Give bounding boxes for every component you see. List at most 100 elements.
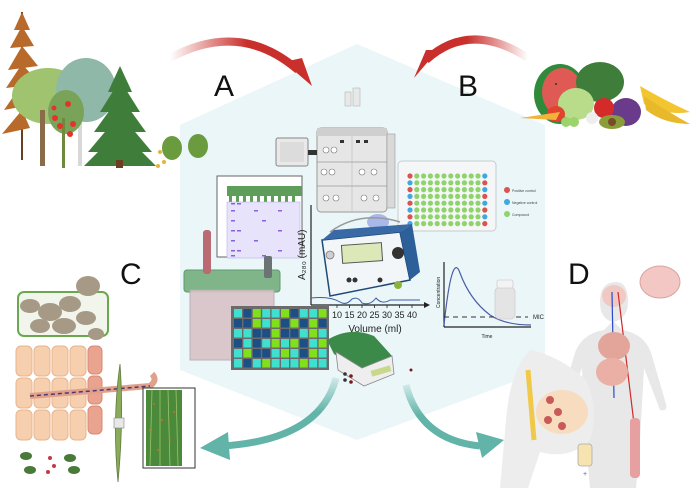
heatmap-cell <box>290 329 299 338</box>
plate-well <box>448 200 454 206</box>
plate-well <box>434 214 440 220</box>
plate-well <box>461 207 467 213</box>
plate-well <box>468 214 474 220</box>
heatmap-cell <box>299 329 308 338</box>
plate-well <box>434 207 440 213</box>
plate-well <box>407 180 413 186</box>
plate-well <box>482 180 488 186</box>
pk-xlabel: Time <box>482 334 493 340</box>
plate-well <box>482 187 488 193</box>
heatmap-cell <box>290 339 299 348</box>
plate-well <box>482 214 488 220</box>
heatmap-cell <box>318 349 327 358</box>
plate-well <box>468 187 474 193</box>
plate-well <box>441 193 447 199</box>
plate-well <box>468 173 474 179</box>
plate-well <box>414 200 420 206</box>
heatmap-cell <box>252 309 261 318</box>
plate-well <box>455 180 461 186</box>
plate-well <box>475 187 481 193</box>
heatmap-cell <box>234 329 242 338</box>
uv-detector <box>321 214 420 297</box>
heatmap-cell <box>252 339 261 348</box>
chromatogram-tick-label: 40 <box>407 310 417 320</box>
heatmap-cell <box>309 309 318 318</box>
heatmap-cell <box>262 339 271 348</box>
plate-well <box>461 214 467 220</box>
heatmap-cell <box>281 359 289 368</box>
plate-legend-swatch <box>504 187 510 193</box>
heatmap-cell <box>309 339 318 348</box>
heatmap-cell <box>243 339 252 348</box>
plate-well <box>482 207 488 213</box>
heatmap-cell <box>281 309 289 318</box>
heatmap-cell <box>290 309 299 318</box>
plate-legend-label: Compound <box>512 213 529 217</box>
heatmap-cell <box>290 319 299 328</box>
plate-well <box>421 173 427 179</box>
plate-well <box>441 221 447 227</box>
heatmap-cell <box>252 359 261 368</box>
heatmap-cell <box>234 349 242 358</box>
plate-well <box>448 214 454 220</box>
pk-ylabel: Concentration <box>436 277 442 308</box>
plate-well <box>421 214 427 220</box>
plate-legend-swatch <box>504 211 510 217</box>
plate-well <box>475 200 481 206</box>
plate-well <box>414 173 420 179</box>
plate-well <box>482 193 488 199</box>
plate-well <box>434 221 440 227</box>
chromatogram-xlabel: Volume (ml) <box>348 324 401 335</box>
panel-label-a: A <box>214 70 235 103</box>
arrow-a-icon <box>168 37 312 86</box>
heatmap-cell <box>252 329 261 338</box>
plate-well <box>441 173 447 179</box>
heatmap-cell <box>252 319 261 328</box>
heatmap-cell <box>262 309 271 318</box>
heatmap-cell <box>234 359 242 368</box>
heatmap-cell <box>271 359 280 368</box>
plate-well <box>414 187 420 193</box>
heatmap-cell <box>299 339 308 348</box>
plate-well <box>427 180 433 186</box>
plate-well <box>407 173 413 179</box>
heatmap-cell <box>290 349 299 358</box>
plate-well <box>455 193 461 199</box>
plate-well <box>427 214 433 220</box>
plate-well <box>414 193 420 199</box>
heatmap-cell <box>281 319 289 328</box>
heatmap-cell <box>262 359 271 368</box>
fruits-vegetables-illustration <box>520 62 690 129</box>
plate-well <box>482 173 488 179</box>
heatmap-cell <box>299 319 308 328</box>
plate-well <box>455 207 461 213</box>
heatmap <box>231 306 329 370</box>
heatmap-cell <box>234 339 242 348</box>
heatmap-cell <box>299 359 308 368</box>
heatmap-cell <box>271 319 280 328</box>
plate-well <box>441 214 447 220</box>
plate-well <box>448 207 454 213</box>
plate-well <box>427 193 433 199</box>
gel-electrophoresis <box>216 175 303 259</box>
plate-well <box>407 207 413 213</box>
plate-well <box>434 173 440 179</box>
trees-illustration <box>2 12 208 168</box>
plate-well <box>475 193 481 199</box>
plate-well <box>414 221 420 227</box>
plate-well <box>482 221 488 227</box>
heatmap-cell <box>309 329 318 338</box>
heatmap-cell <box>299 309 308 318</box>
heatmap-cell <box>252 349 261 358</box>
plate-well <box>414 180 420 186</box>
plate-well <box>421 221 427 227</box>
heatmap-cell <box>262 319 271 328</box>
heatmap-cell <box>262 329 271 338</box>
plate-well <box>434 193 440 199</box>
heatmap-cell <box>318 339 327 348</box>
heatmap-cell <box>318 359 327 368</box>
heatmap-cell <box>318 309 327 318</box>
chromatogram-tick-label: 20 <box>357 310 367 320</box>
